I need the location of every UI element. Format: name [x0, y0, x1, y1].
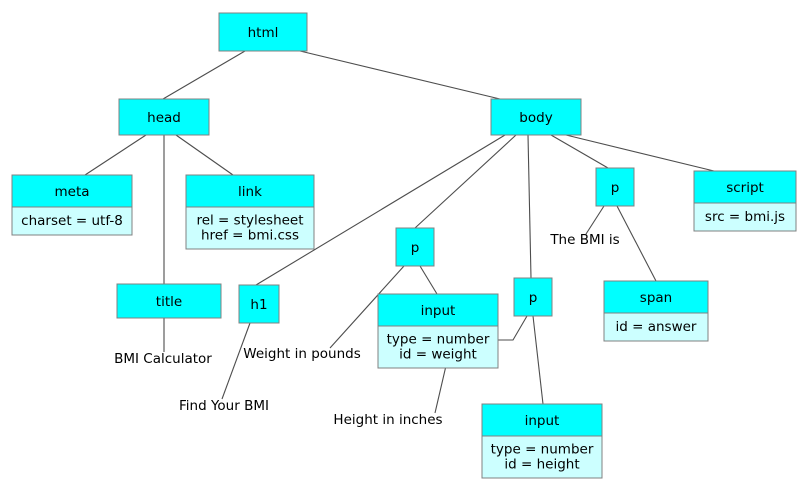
node-header-input_h [481, 403, 603, 437]
node-label-meta: meta [54, 184, 89, 200]
edge-p_weight-to-input_w [419, 265, 438, 295]
node-header-p_weight [395, 227, 435, 267]
edge-p_weight-to-t_weight [329, 265, 405, 349]
node-header-p_height [513, 277, 553, 317]
edge-p_height-to-input_h [532, 315, 544, 405]
node-attrs-span [603, 312, 709, 342]
node-p_weight[interactable]: p [395, 227, 435, 267]
text-node-t_weight: Weight in pounds [243, 346, 360, 362]
node-attrs-script [693, 202, 797, 232]
text-node-t_height: Height in inches [333, 412, 442, 428]
edge-html-to-body [299, 50, 501, 100]
node-meta[interactable]: meta charset = utf-8 [11, 174, 133, 236]
node-attr-input_h-1: id = height [504, 457, 579, 473]
node-head[interactable]: head [118, 98, 210, 136]
edge-body-to-script [565, 134, 715, 172]
node-attrs-input_w [377, 325, 499, 369]
node-header-p_answer [595, 167, 635, 207]
node-attr-input_w-0: type = number [387, 332, 490, 348]
node-label-input_h: input [525, 413, 560, 429]
edge-body-to-p_answer [550, 134, 609, 169]
node-header-head [118, 98, 210, 136]
node-header-meta [11, 174, 133, 208]
edge-p_answer-to-t_bmi [585, 205, 605, 235]
node-p_height[interactable]: p [513, 277, 553, 317]
text-node-t_h1: Find Your BMI [179, 398, 269, 414]
node-header-html [218, 12, 308, 52]
node-label-link: link [238, 184, 262, 200]
node-label-input_w: input [421, 303, 456, 319]
node-header-title [116, 283, 222, 319]
node-header-h1 [238, 284, 280, 324]
node-label-head: head [147, 110, 181, 126]
text-node-t_title: BMI Calculator [114, 351, 212, 367]
node-header-body [490, 98, 582, 136]
edge-html-to-head [162, 50, 246, 100]
node-attr-input_w-1: id = weight [399, 347, 477, 363]
text-node-t_bmi: The BMI is [549, 232, 619, 248]
nodes-layer: html head body meta charset = utf-8 link rel =… [11, 12, 797, 479]
node-attr-script-0: src = bmi.js [705, 209, 785, 225]
node-attrs-input_h [481, 435, 603, 479]
node-header-script [693, 170, 797, 204]
node-attrs-meta [11, 206, 133, 236]
node-label-title: title [156, 294, 182, 310]
node-label-span: span [640, 290, 672, 306]
node-attr-link-0: rel = stylesheet [196, 213, 303, 229]
node-label-body: body [519, 110, 552, 126]
node-label-p_weight: p [411, 240, 420, 256]
edge-head-to-link [175, 134, 234, 176]
node-header-link [185, 174, 315, 208]
node-header-span [603, 280, 709, 314]
node-attrs-link [185, 206, 315, 250]
edge-body-to-p_height [527, 134, 532, 279]
node-span[interactable]: span id = answer [603, 280, 709, 342]
edge-body-to-h1 [255, 134, 506, 286]
node-header-input_w [377, 293, 499, 327]
node-p_answer[interactable]: p [595, 167, 635, 207]
edge-body-to-p_weight [414, 134, 517, 229]
node-title[interactable]: title [116, 283, 222, 319]
edge-h1-to-t_h1 [221, 322, 251, 400]
node-attr-meta-0: charset = utf-8 [21, 213, 123, 229]
node-label-script: script [726, 180, 764, 196]
node-attr-link-1: href = bmi.css [201, 228, 299, 244]
edge-p_answer-to-span [616, 205, 657, 282]
node-h1[interactable]: h1 [238, 284, 280, 324]
node-body[interactable]: body [490, 98, 582, 136]
node-attr-span-0: id = answer [616, 319, 697, 335]
node-script[interactable]: script src = bmi.js [693, 170, 797, 232]
node-label-h1: h1 [250, 297, 267, 313]
node-html[interactable]: html [218, 12, 308, 52]
node-attr-input_h-0: type = number [491, 442, 594, 458]
node-label-p_answer: p [611, 180, 620, 196]
node-label-html: html [248, 25, 279, 41]
edge-head-to-meta [84, 134, 147, 176]
node-label-p_height: p [529, 290, 538, 306]
